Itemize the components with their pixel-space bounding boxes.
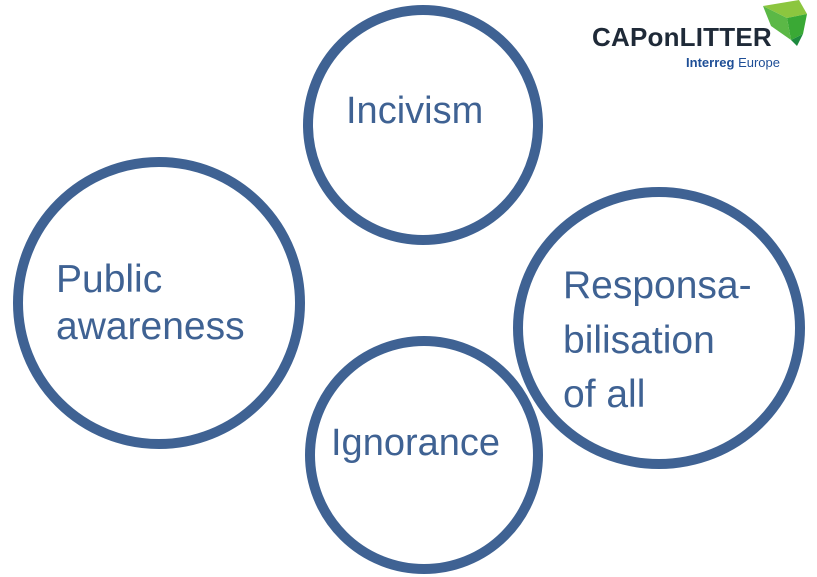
logo-title: CAPonLITTER bbox=[592, 22, 772, 52]
circle-responsabilisation bbox=[513, 187, 805, 469]
circle-label-line: awareness bbox=[56, 304, 245, 348]
circle-incivism-label: Incivism bbox=[346, 89, 483, 135]
circle-incivism bbox=[303, 5, 543, 245]
logo-subtitle: Interreg Europe bbox=[686, 55, 780, 70]
caponlitter-logo: CAPonLITTER Interreg Europe bbox=[588, 0, 817, 80]
circle-label-line: bilisation bbox=[563, 318, 715, 362]
circle-label-line: Incivism bbox=[346, 90, 484, 132]
circle-label-line: Responsa- bbox=[563, 264, 752, 307]
circle-public-awareness-label: Public awareness bbox=[56, 257, 245, 351]
logo-subtitle-bold: Interreg bbox=[686, 55, 735, 70]
circle-label-line: Ignorance bbox=[331, 422, 501, 464]
logo-subtitle-light: Europe bbox=[738, 55, 780, 70]
circle-label-line: of all bbox=[563, 373, 646, 417]
circle-public-awareness bbox=[13, 157, 305, 449]
circle-ignorance bbox=[305, 336, 543, 574]
circle-label-line: Public bbox=[56, 258, 163, 301]
circle-ignorance-label: Ignorance bbox=[331, 421, 500, 467]
circle-responsabilisation-label: Responsa- bilisation of all bbox=[563, 259, 752, 423]
leaf-logo-icon bbox=[763, 0, 807, 46]
